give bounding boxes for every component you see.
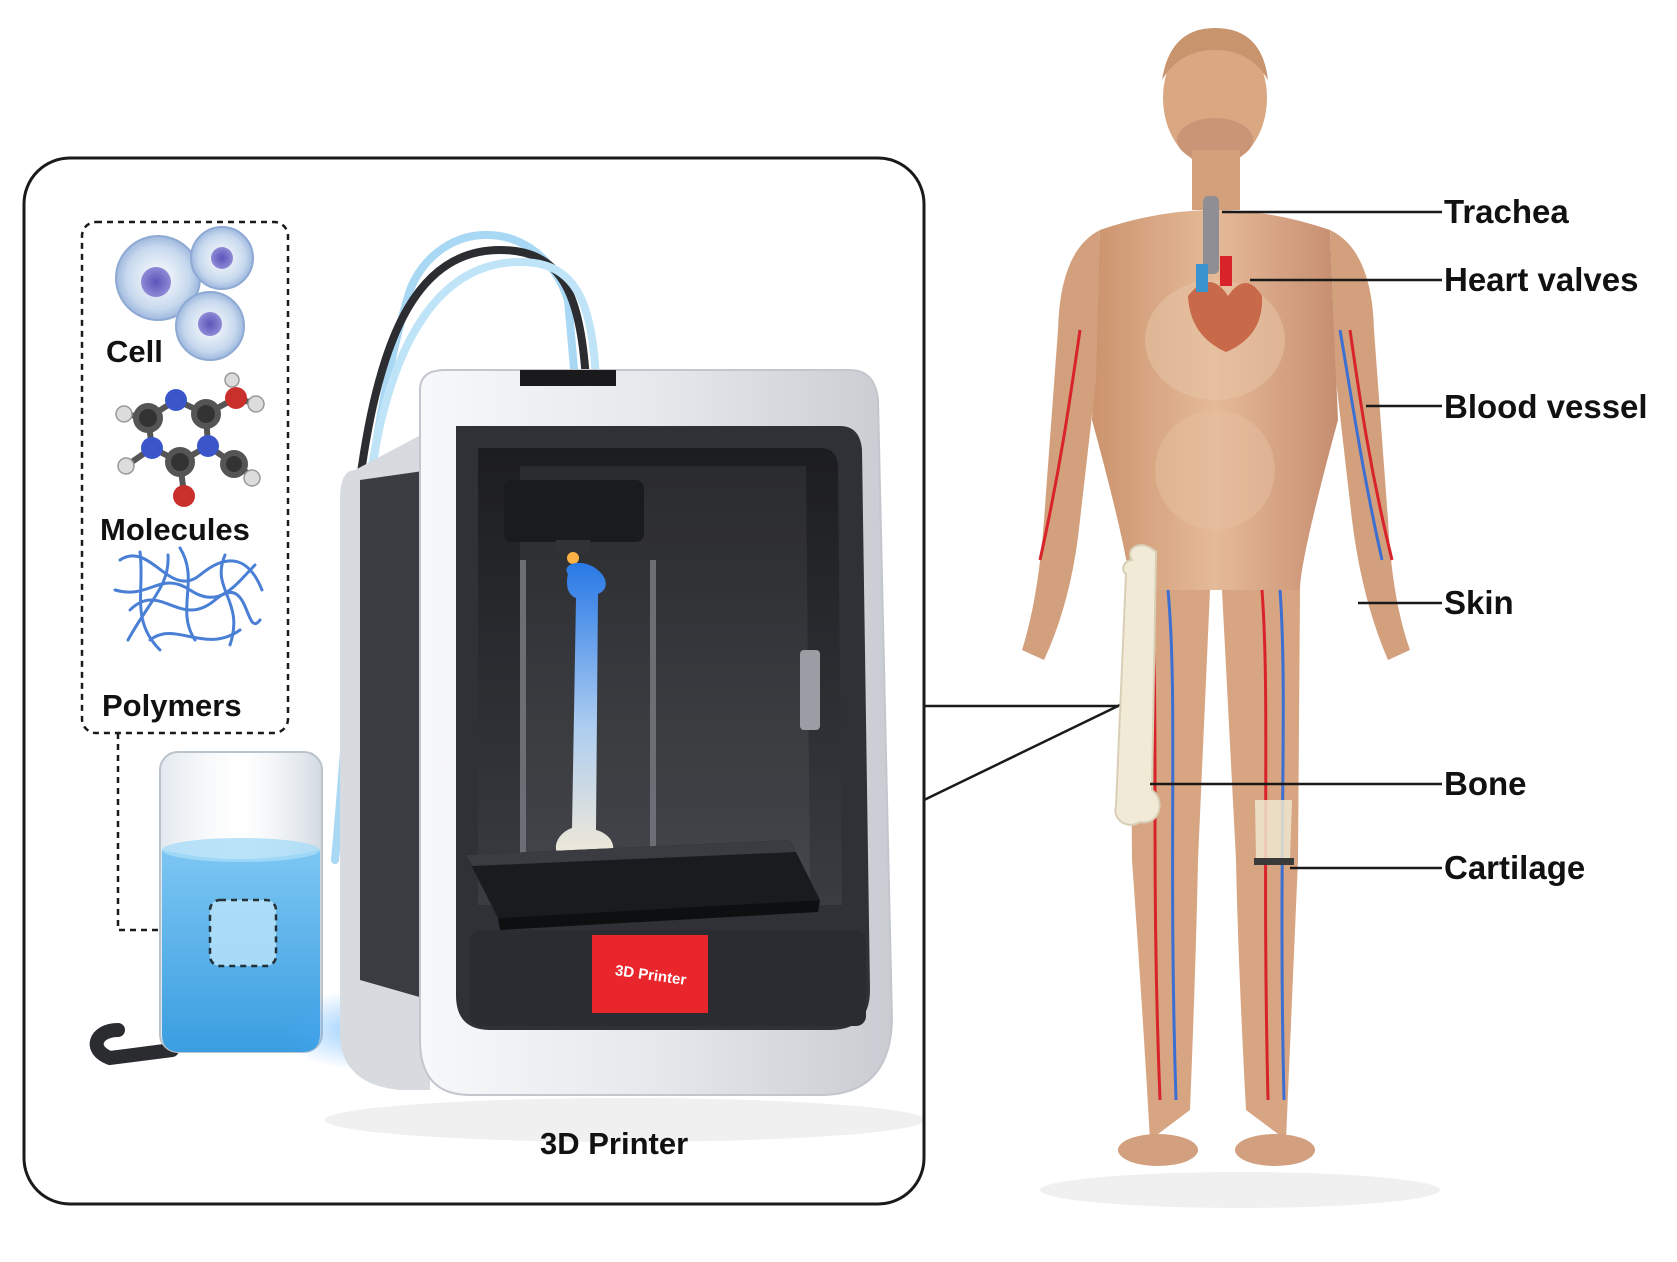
label-trachea: Trachea <box>1444 193 1569 230</box>
label-heart-valves: Heart valves <box>1444 261 1639 298</box>
printer-panel-frame <box>22 156 926 1206</box>
organ-callout-lines <box>1150 210 1442 870</box>
materials-box <box>80 220 290 735</box>
label-molecules: Molecules <box>100 512 250 547</box>
human-body <box>1022 28 1440 1208</box>
label-3d-printer: 3D Printer <box>540 1126 689 1161</box>
label-cartilage: Cartilage <box>1444 849 1586 886</box>
molecule-icon <box>115 372 265 507</box>
label-polymers: Polymers <box>102 688 242 723</box>
cell-icon <box>115 226 254 361</box>
label-bone: Bone <box>1444 765 1527 802</box>
polymer-icon <box>113 546 264 652</box>
zoom-connector-top <box>924 695 1133 708</box>
label-blood-vessel: Blood vessel <box>1444 388 1648 425</box>
ink-beaker <box>89 751 323 1066</box>
label-cell: Cell <box>106 334 163 369</box>
zoom-connector-bottom <box>923 704 1119 802</box>
label-skin: Skin <box>1444 584 1514 621</box>
printer-screen <box>592 935 708 1013</box>
3d-printer <box>280 369 925 1142</box>
